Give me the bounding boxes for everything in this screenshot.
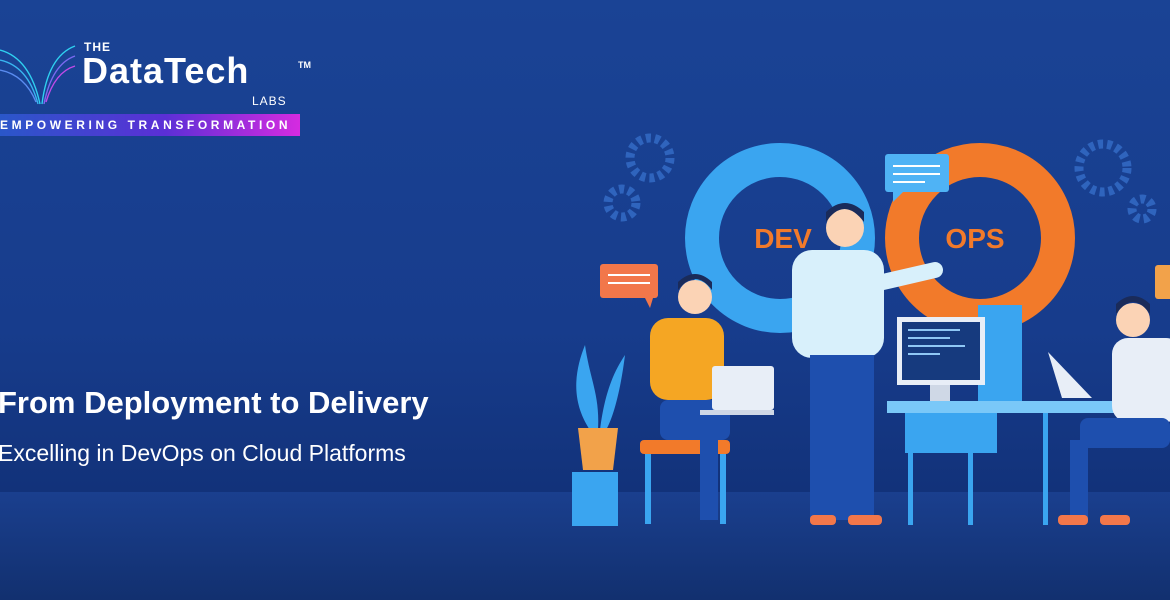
gear-icon	[625, 133, 675, 183]
plant	[576, 345, 625, 430]
headline: From Deployment to Delivery	[0, 385, 429, 420]
logo-labs: LABS	[252, 94, 287, 108]
logo-brand: DataTech	[82, 50, 250, 91]
ops-label: OPS	[945, 223, 1004, 254]
person-torso	[792, 250, 884, 358]
butterfly-logo-icon	[0, 45, 76, 105]
subheadline: Excelling in DevOps on Cloud Platforms	[0, 440, 406, 466]
logo-tagline: EMPOWERING TRANSFORMATION	[0, 114, 300, 136]
logo: THE DataTech TM LABS EMPOWERING TRANSFOR…	[0, 36, 311, 140]
server-tower	[978, 305, 1022, 401]
gear-icon	[1127, 194, 1157, 224]
chat-bubble-icon	[600, 264, 658, 308]
gear-icon	[1074, 139, 1132, 197]
logo-trademark: TM	[298, 60, 311, 70]
person-torso	[1112, 338, 1170, 422]
plant-pot	[578, 428, 618, 470]
logo-the: THE	[84, 40, 111, 54]
person-torso	[650, 318, 724, 400]
chat-bubble-icon	[885, 154, 949, 202]
drawer-cabinet	[572, 472, 618, 526]
person-head	[1116, 303, 1150, 337]
laptop	[1048, 352, 1092, 398]
dev-label: DEV	[754, 223, 812, 254]
laptop	[712, 366, 774, 410]
gear-icon	[603, 184, 641, 222]
desk	[887, 401, 1137, 413]
person-head	[678, 280, 712, 314]
chat-bubble-icon	[1155, 265, 1170, 299]
person-head	[826, 209, 864, 247]
